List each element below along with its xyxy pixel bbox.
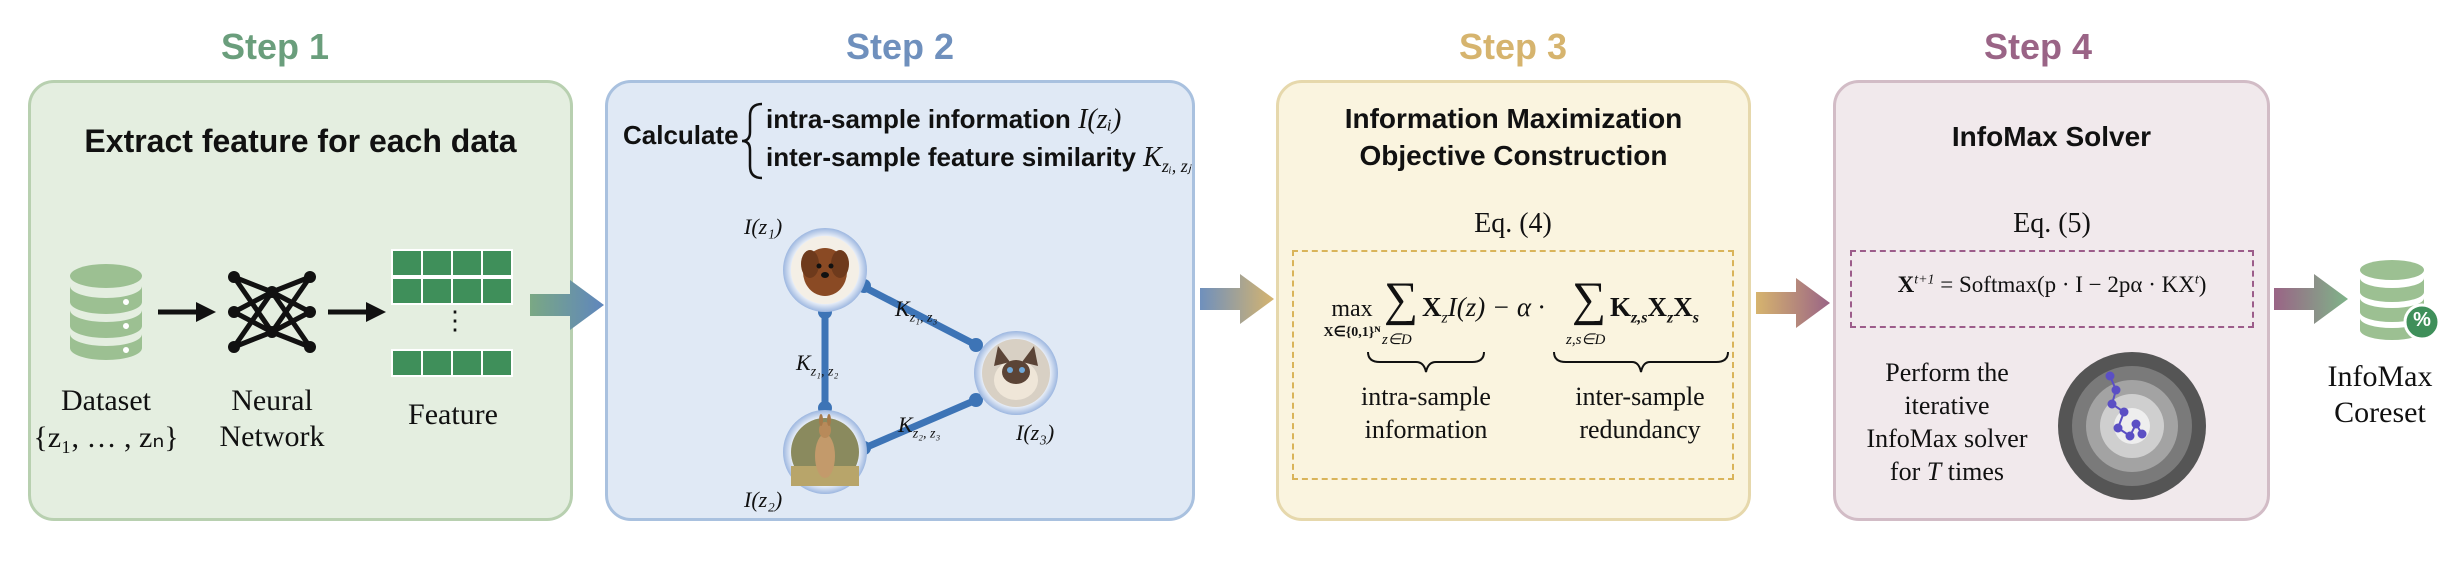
step4-title: Step 4 bbox=[1983, 26, 2093, 67]
intra-sample-math: I(zᵢ) bbox=[1078, 104, 1122, 135]
max-subscript: X∈{0,1}ᴺ bbox=[1323, 325, 1381, 340]
network-label-1: Neural bbox=[231, 384, 313, 417]
intra-term-rest: I(z) − α · bbox=[1447, 292, 1545, 322]
feature-matrix-icon bbox=[391, 249, 513, 377]
objective-box bbox=[1292, 250, 1734, 480]
edge12-label: Kz₁, z₂ bbox=[796, 350, 838, 380]
solver-desc-4b: T bbox=[1926, 457, 1942, 486]
edge23-k: K bbox=[898, 412, 913, 437]
sum-2: ∑ bbox=[1572, 273, 1607, 326]
node3-label: I(z₃) bbox=[1016, 420, 1055, 445]
dataset-label: Dataset bbox=[61, 384, 151, 417]
arrow-right-icon bbox=[158, 302, 216, 322]
calculate-label: Calculate bbox=[623, 120, 739, 150]
cat-image bbox=[974, 331, 1058, 415]
inter-term-k: K bbox=[1610, 292, 1632, 322]
inter-brace-label-2: redundancy bbox=[1579, 415, 1701, 444]
similarity-graph bbox=[783, 228, 1058, 494]
step4-heading: InfoMax Solver bbox=[1951, 121, 2152, 152]
step3-heading-1: Information Maximization bbox=[1344, 103, 1683, 134]
inter-sample-text: inter-sample feature similarity bbox=[766, 142, 1136, 172]
step3-heading-2: Objective Construction bbox=[1359, 140, 1668, 171]
transition-arrow-4 bbox=[2274, 274, 2348, 324]
eq4-label: Eq. (4) bbox=[1474, 208, 1552, 239]
coreset-label-1: InfoMax bbox=[2327, 360, 2433, 393]
intra-brace-label-1: intra-sample bbox=[1361, 382, 1491, 411]
underbrace-icon bbox=[1553, 351, 1729, 373]
edge13-k: K bbox=[895, 296, 910, 321]
kangaroo-image bbox=[783, 410, 867, 494]
transition-arrow-1 bbox=[530, 280, 604, 330]
edge13-sub: z₁, z₃ bbox=[909, 310, 938, 326]
intra-term-x: X bbox=[1422, 292, 1442, 322]
coreset-label-2: Coreset bbox=[2334, 396, 2426, 429]
intra-sample-text: intra-sample information bbox=[766, 104, 1071, 134]
arrow-right-icon bbox=[328, 302, 386, 322]
solver-desc-1: Perform the bbox=[1885, 358, 2009, 387]
inter-term-k-sub: z,s bbox=[1631, 309, 1648, 327]
inter-sample-sub: zᵢ, zⱼ bbox=[1161, 156, 1191, 177]
update-rhs-sup: t bbox=[2194, 272, 2199, 288]
edge-1-3 bbox=[856, 281, 980, 349]
inter-brace-label-1: inter-sample bbox=[1575, 382, 1705, 411]
dog-image bbox=[783, 228, 867, 312]
neural-network-icon bbox=[228, 271, 316, 353]
coreset-badge: % bbox=[2413, 309, 2431, 331]
update-close: ) bbox=[2198, 272, 2207, 297]
step2-panel bbox=[605, 80, 1195, 521]
edge-2-3 bbox=[856, 396, 980, 454]
update-equation: Xt+1 = Softmax(p · I − 2pα · KXt) bbox=[1862, 272, 2242, 298]
inter-sample-line: inter-sample feature similarity Kzᵢ, zⱼ bbox=[766, 142, 1191, 177]
update-lhs-sup: t+1 bbox=[1914, 272, 1935, 288]
transition-arrow-3 bbox=[1756, 278, 1830, 328]
eq5-label: Eq. (5) bbox=[2013, 208, 2091, 239]
inter-term: Kz,sXzXs bbox=[1610, 292, 1699, 327]
inter-sample-math: K bbox=[1143, 142, 1162, 173]
sum-1-subscript: z∈D bbox=[1382, 332, 1412, 348]
solver-desc-4: for T times bbox=[1862, 457, 2032, 487]
solver-desc-3: InfoMax solver bbox=[1866, 424, 2028, 453]
network-label-2: Network bbox=[219, 420, 325, 453]
solver-iteration-icon bbox=[2058, 352, 2206, 500]
intra-term-sub: z bbox=[1441, 309, 1448, 327]
step1-title: Step 1 bbox=[220, 26, 330, 67]
intra-term: XzI(z) − α · bbox=[1422, 292, 1545, 327]
max-operator: max bbox=[1331, 296, 1373, 322]
update-box bbox=[1850, 250, 2254, 328]
edge13-label: Kz₁, z₃ bbox=[895, 296, 937, 326]
left-brace-icon bbox=[741, 102, 763, 180]
feature-ellipsis: ⋮ bbox=[442, 306, 468, 335]
underbrace-icon bbox=[1367, 351, 1485, 373]
inter-term-xs: X bbox=[1673, 292, 1693, 322]
inter-term-xs-sub: s bbox=[1692, 309, 1699, 327]
step3-title: Step 3 bbox=[1458, 26, 1568, 67]
dataset-set: {z₁, … , zₙ} bbox=[33, 421, 179, 454]
update-lhs: X bbox=[1897, 272, 1915, 297]
sum-1: ∑ bbox=[1384, 273, 1419, 326]
update-rhs: = Softmax(p · I − 2pα · KX bbox=[1940, 272, 2195, 297]
transition-arrow-2 bbox=[1200, 274, 1274, 324]
solver-desc-4c: times bbox=[1941, 457, 2005, 486]
solver-desc-4a: for bbox=[1889, 457, 1927, 486]
step3-panel: Information Maximization Objective Const… bbox=[1276, 80, 1751, 521]
node2-label: I(z₂) bbox=[744, 487, 783, 512]
database-icon bbox=[70, 264, 142, 360]
inter-term-xz-sub: z bbox=[1666, 309, 1674, 327]
edge12-k: K bbox=[796, 350, 811, 375]
sum-2-subscript: z,s∈D bbox=[1566, 332, 1606, 348]
step2-title: Step 2 bbox=[845, 26, 955, 67]
edge23-label: Kz₂, z₃ bbox=[898, 412, 940, 442]
step1-heading: Extract feature for each data bbox=[84, 123, 517, 159]
solver-desc-2: iterative bbox=[1904, 391, 1990, 420]
edge23-sub: z₂, z₃ bbox=[912, 426, 941, 442]
feature-label: Feature bbox=[408, 398, 498, 431]
node1-label: I(z₁) bbox=[744, 214, 783, 239]
edge12-sub: z₁, z₂ bbox=[810, 364, 839, 380]
intra-brace-label-2: information bbox=[1364, 415, 1488, 444]
coreset-database-icon bbox=[2360, 260, 2441, 341]
inter-term-xz: X bbox=[1647, 292, 1667, 322]
intra-sample-line: intra-sample information I(zᵢ) bbox=[766, 104, 1121, 136]
